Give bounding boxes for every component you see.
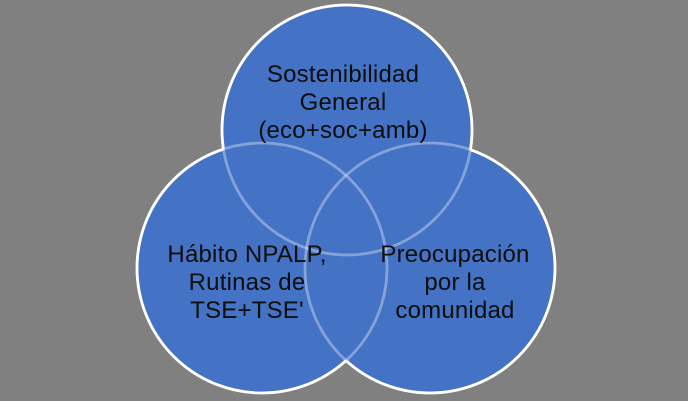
venn-outline-top (220, 3, 474, 257)
venn-outline-bottom-right (303, 141, 557, 395)
venn-circle-bottom-right (305, 143, 555, 393)
venn-outline-bottom-left (135, 141, 389, 395)
